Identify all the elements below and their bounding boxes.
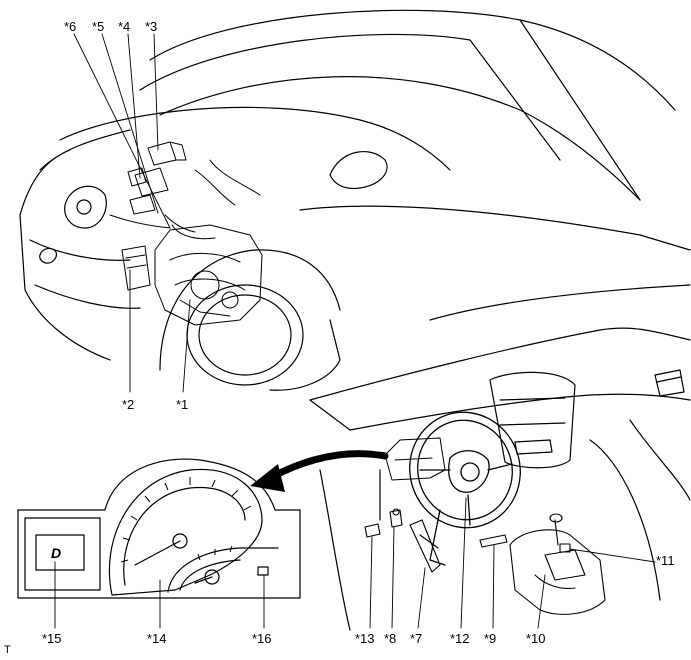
steering-wheel bbox=[409, 411, 521, 566]
callout-14: *14 bbox=[147, 631, 167, 646]
arrow-to-meter bbox=[250, 450, 389, 492]
callout-7: *7 bbox=[410, 631, 423, 646]
callout-11: *11 bbox=[656, 553, 675, 568]
callout-1: *1 bbox=[176, 397, 189, 412]
combination-meter bbox=[17, 458, 301, 599]
callout-13: *13 bbox=[355, 631, 375, 646]
engine-compartment bbox=[109, 141, 263, 326]
callout-10: *10 bbox=[526, 631, 546, 646]
car-illustration bbox=[19, 9, 691, 391]
callout-8: *8 bbox=[384, 631, 397, 646]
leader-lines-dash bbox=[369, 497, 656, 629]
callout-6: *6 bbox=[64, 19, 77, 34]
callout-4: *4 bbox=[118, 19, 131, 34]
callout-2: *2 bbox=[122, 397, 135, 412]
corner-mark: T bbox=[4, 644, 11, 656]
callout-3: *3 bbox=[145, 19, 158, 34]
leader-lines-car bbox=[73, 33, 191, 393]
callout-16: *16 bbox=[252, 631, 272, 646]
callout-5: *5 bbox=[92, 19, 105, 34]
meter-on-dash bbox=[384, 437, 446, 481]
dashboard-illustration bbox=[309, 327, 691, 631]
callout-9: *9 bbox=[484, 631, 497, 646]
callout-15: *15 bbox=[42, 631, 62, 646]
callout-12: *12 bbox=[450, 631, 470, 646]
leader-lines-meter bbox=[54, 561, 265, 629]
shift-indicator-letter: D bbox=[51, 545, 62, 561]
dial-ticks bbox=[120, 477, 252, 563]
pedals-and-switches bbox=[364, 508, 606, 615]
